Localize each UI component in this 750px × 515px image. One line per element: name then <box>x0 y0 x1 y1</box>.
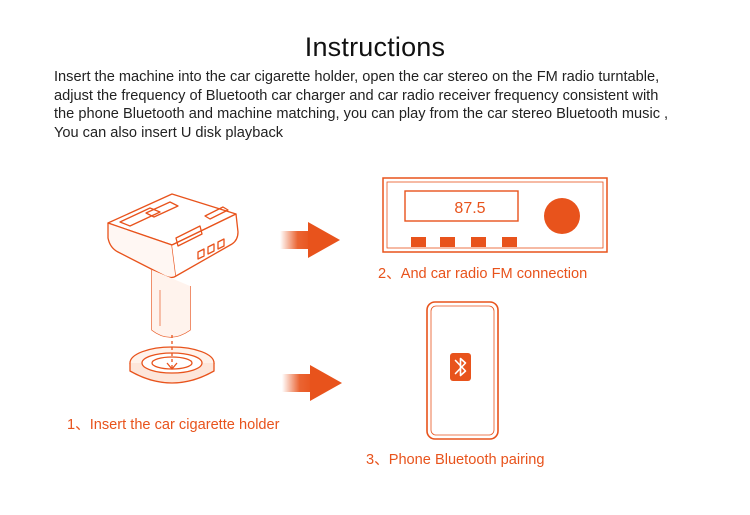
step-2-caption: 2、And car radio FM connection <box>378 266 588 282</box>
right-arrow-icon <box>280 222 340 258</box>
radio-button <box>471 237 486 247</box>
step-3-caption: 3、Phone Bluetooth pairing <box>366 452 545 468</box>
instructions-text: Insert the machine into the car cigarett… <box>54 68 734 142</box>
radio-frequency: 87.5 <box>454 200 485 217</box>
car-radio-icon <box>382 177 608 253</box>
radio-button <box>411 237 426 247</box>
instructions-line: the phone Bluetooth and machine matching… <box>54 106 669 122</box>
phone-bluetooth-icon <box>426 301 499 440</box>
right-arrow-icon <box>282 365 342 401</box>
step-1-caption: 1、Insert the car cigarette holder <box>67 417 280 433</box>
radio-button <box>502 237 517 247</box>
instructions-line: You can also insert U disk playback <box>54 124 284 141</box>
instructions-line: adjust the frequency of Bluetooth car ch… <box>54 87 659 104</box>
volume-knob <box>544 198 580 234</box>
instructions-line: Insert the machine into the car cigarett… <box>54 69 660 85</box>
page-title: Instructions <box>304 32 446 62</box>
frequency-display <box>404 190 519 222</box>
radio-button <box>440 237 455 247</box>
car-charger-icon <box>107 193 239 384</box>
